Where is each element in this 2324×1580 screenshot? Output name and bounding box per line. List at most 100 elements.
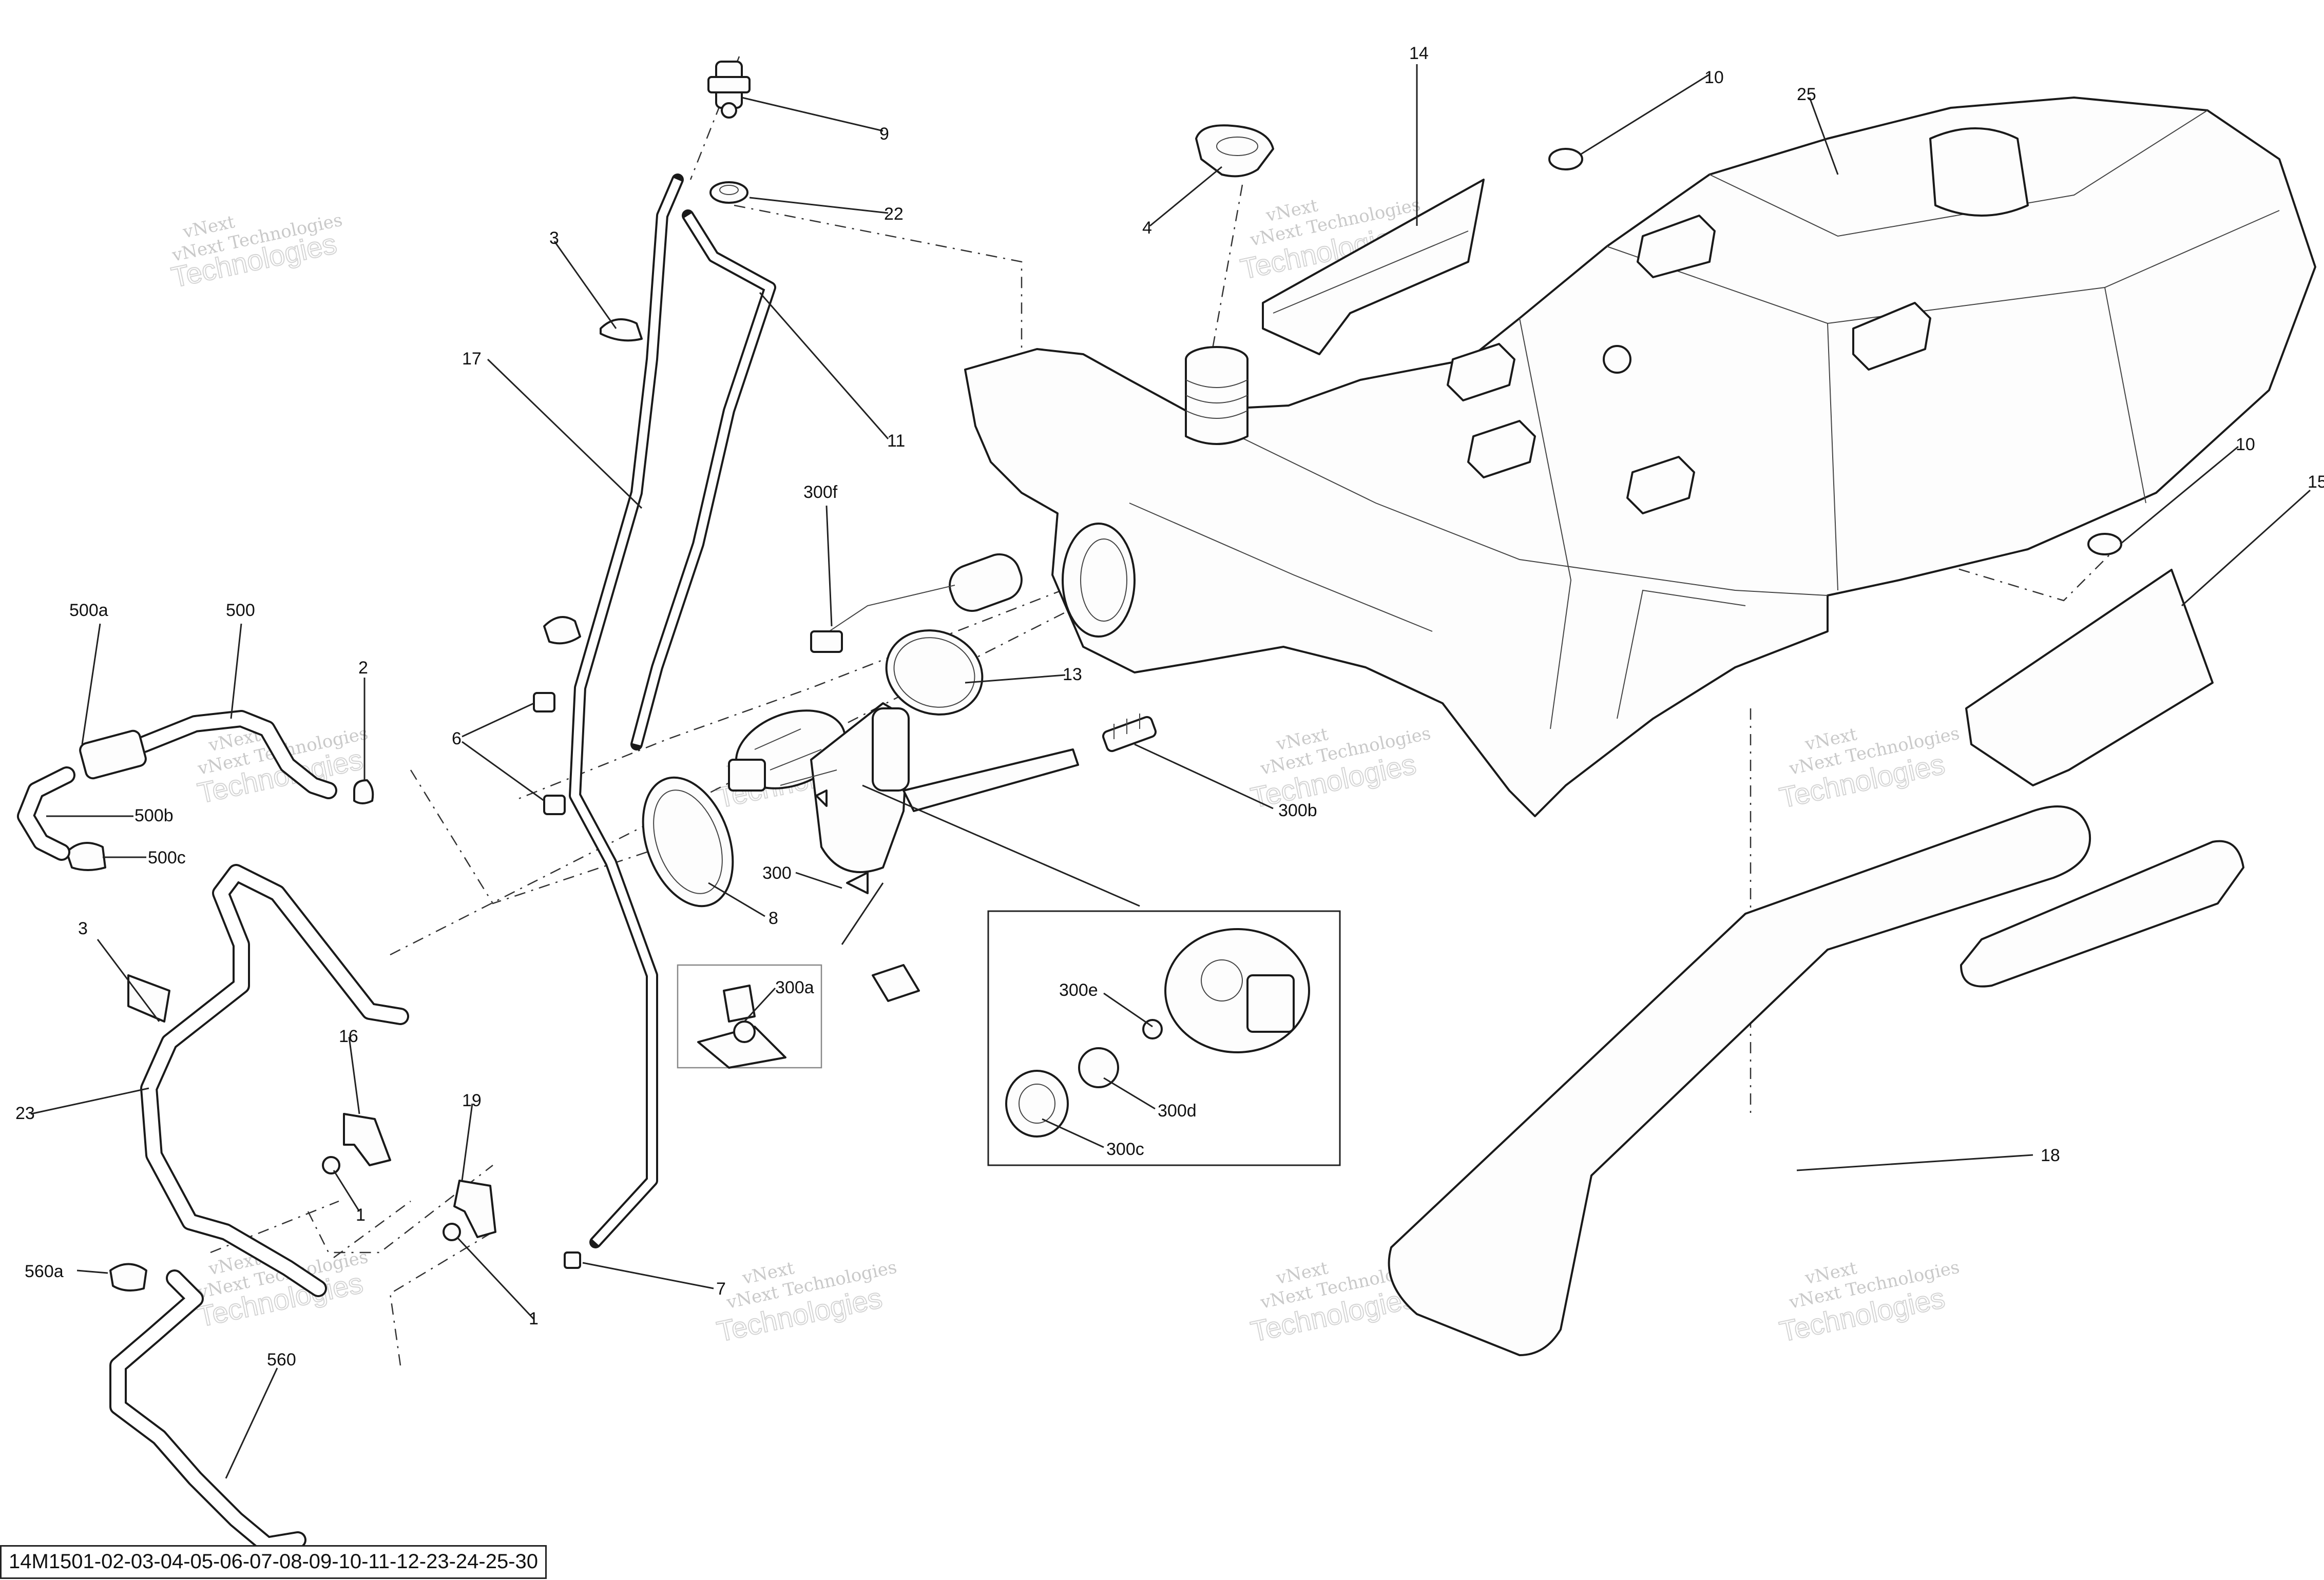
callout-300d: 300d [1158, 1101, 1197, 1121]
fuel-hose-560[interactable] [109, 1269, 306, 1554]
vent-hose-11[interactable] [630, 209, 776, 750]
level-sender[interactable] [810, 549, 1027, 653]
inset-pump-detail [987, 910, 1341, 1166]
o-ring-inner [893, 637, 975, 708]
callout-560: 560 [267, 1350, 296, 1370]
callout-7: 7 [716, 1279, 726, 1299]
fuel-hose-23[interactable] [140, 864, 409, 1297]
fuel-tank[interactable] [964, 97, 2316, 817]
heat-shield-rib [1273, 230, 1469, 314]
clamp[interactable] [543, 795, 566, 815]
fuel-cap[interactable] [1195, 124, 1274, 178]
plug[interactable] [2087, 533, 2122, 555]
callout-300: 300 [762, 863, 792, 883]
bracket[interactable] [453, 1180, 496, 1238]
callout-9: 9 [879, 124, 889, 144]
document-id-label: 14M1501-02-03-04-05-06-07-08-09-10-11-12… [0, 1545, 547, 1579]
callout-500: 500 [226, 601, 255, 620]
filler-neck-threads [1185, 379, 1248, 419]
clip[interactable] [127, 974, 170, 1023]
callout-16: 16 [339, 1027, 358, 1046]
callout-500c: 500c [148, 848, 186, 868]
fuel-fitting[interactable] [1102, 714, 1157, 753]
o-ring[interactable] [874, 617, 994, 727]
strainer[interactable] [723, 985, 756, 1023]
bolt[interactable] [322, 1156, 340, 1174]
fitting[interactable] [564, 1251, 581, 1269]
callout-22: 22 [884, 204, 904, 224]
lock-ring[interactable] [626, 765, 749, 918]
callout-18: 18 [2041, 1146, 2060, 1165]
clamp[interactable] [533, 692, 555, 712]
callout-300b: 300b [1278, 801, 1317, 820]
fuel-pump-module[interactable] [725, 697, 1079, 894]
callout-1: 1 [356, 1205, 366, 1225]
grommet[interactable] [709, 181, 748, 204]
pump-port [1201, 959, 1243, 1001]
strainer-cap [733, 1020, 756, 1043]
pump-connector [1246, 974, 1295, 1033]
callout-300c: 300c [1106, 1140, 1144, 1159]
callout-500a: 500a [69, 601, 108, 620]
tank-edge-line [1617, 589, 1746, 719]
callout-300f: 300f [803, 483, 838, 502]
pump-opening-inner [1080, 538, 1127, 622]
tank-pad-strip[interactable] [1960, 840, 2244, 988]
pump-opening [1062, 523, 1136, 638]
assembly-center-lines [210, 56, 2121, 1366]
tank-edge-line [1185, 410, 1828, 596]
callout-15: 15 [2308, 472, 2324, 492]
o-ring-small[interactable] [1142, 1019, 1163, 1039]
filler-neck-body [1185, 358, 1249, 445]
heat-shield-right[interactable] [1965, 569, 2214, 786]
clip[interactable] [543, 616, 581, 645]
clip[interactable] [66, 842, 106, 871]
callout-4: 4 [1142, 218, 1152, 238]
bolt[interactable] [443, 1223, 461, 1241]
rollover-valve[interactable] [707, 61, 751, 119]
callout-1: 1 [529, 1309, 539, 1328]
callout-500b: 500b [135, 806, 174, 825]
clamp[interactable] [353, 779, 374, 804]
tank-edge-line [1827, 323, 1838, 591]
lock-ring-inner [653, 789, 723, 894]
callout-11: 11 [887, 431, 905, 451]
fuel-filter-500a[interactable] [17, 729, 147, 861]
tank-edge-line [1606, 210, 2280, 324]
tank-edge-line [1709, 110, 2208, 237]
heat-shield-upper[interactable] [1262, 179, 1485, 355]
callout-13: 13 [1063, 665, 1082, 684]
callout-23: 23 [15, 1104, 35, 1123]
callout-3: 3 [78, 919, 88, 938]
callout-19: 19 [462, 1091, 482, 1110]
o-ring-large[interactable] [1078, 1047, 1119, 1088]
pad[interactable] [872, 964, 920, 1002]
callout-3: 3 [549, 228, 559, 248]
vent-hose-17[interactable] [569, 174, 684, 1248]
leader-lines [30, 64, 2311, 1479]
callout-17: 17 [462, 349, 482, 369]
callout-300e: 300e [1059, 980, 1098, 1000]
fuel-tank-body [964, 97, 2316, 817]
callout-560a: 560a [25, 1262, 64, 1281]
tank-edge-line [1519, 318, 1572, 729]
clip[interactable] [600, 318, 643, 342]
callout-300a: 300a [775, 978, 814, 997]
callout-14: 14 [1409, 44, 1429, 63]
pressure-regulator[interactable] [1005, 1070, 1069, 1138]
callout-10: 10 [2236, 435, 2255, 454]
callout-10: 10 [1704, 68, 1724, 87]
pressure-regulator-inner [1019, 1084, 1055, 1124]
tank-edge-line [2104, 287, 2146, 504]
clip[interactable] [109, 1263, 147, 1292]
callout-labels: 14 10 25 9 22 4 3 17 11 300f 10 15 500a … [15, 44, 2324, 1370]
tank-pad[interactable] [1388, 805, 2091, 1356]
plug[interactable] [1548, 148, 1583, 170]
tank-edge-line [1129, 503, 1433, 632]
fuel-hose-500[interactable] [135, 710, 337, 799]
bracket[interactable] [343, 1113, 391, 1166]
callout-8: 8 [769, 909, 778, 928]
tank-mount-tabs [1447, 127, 2029, 514]
